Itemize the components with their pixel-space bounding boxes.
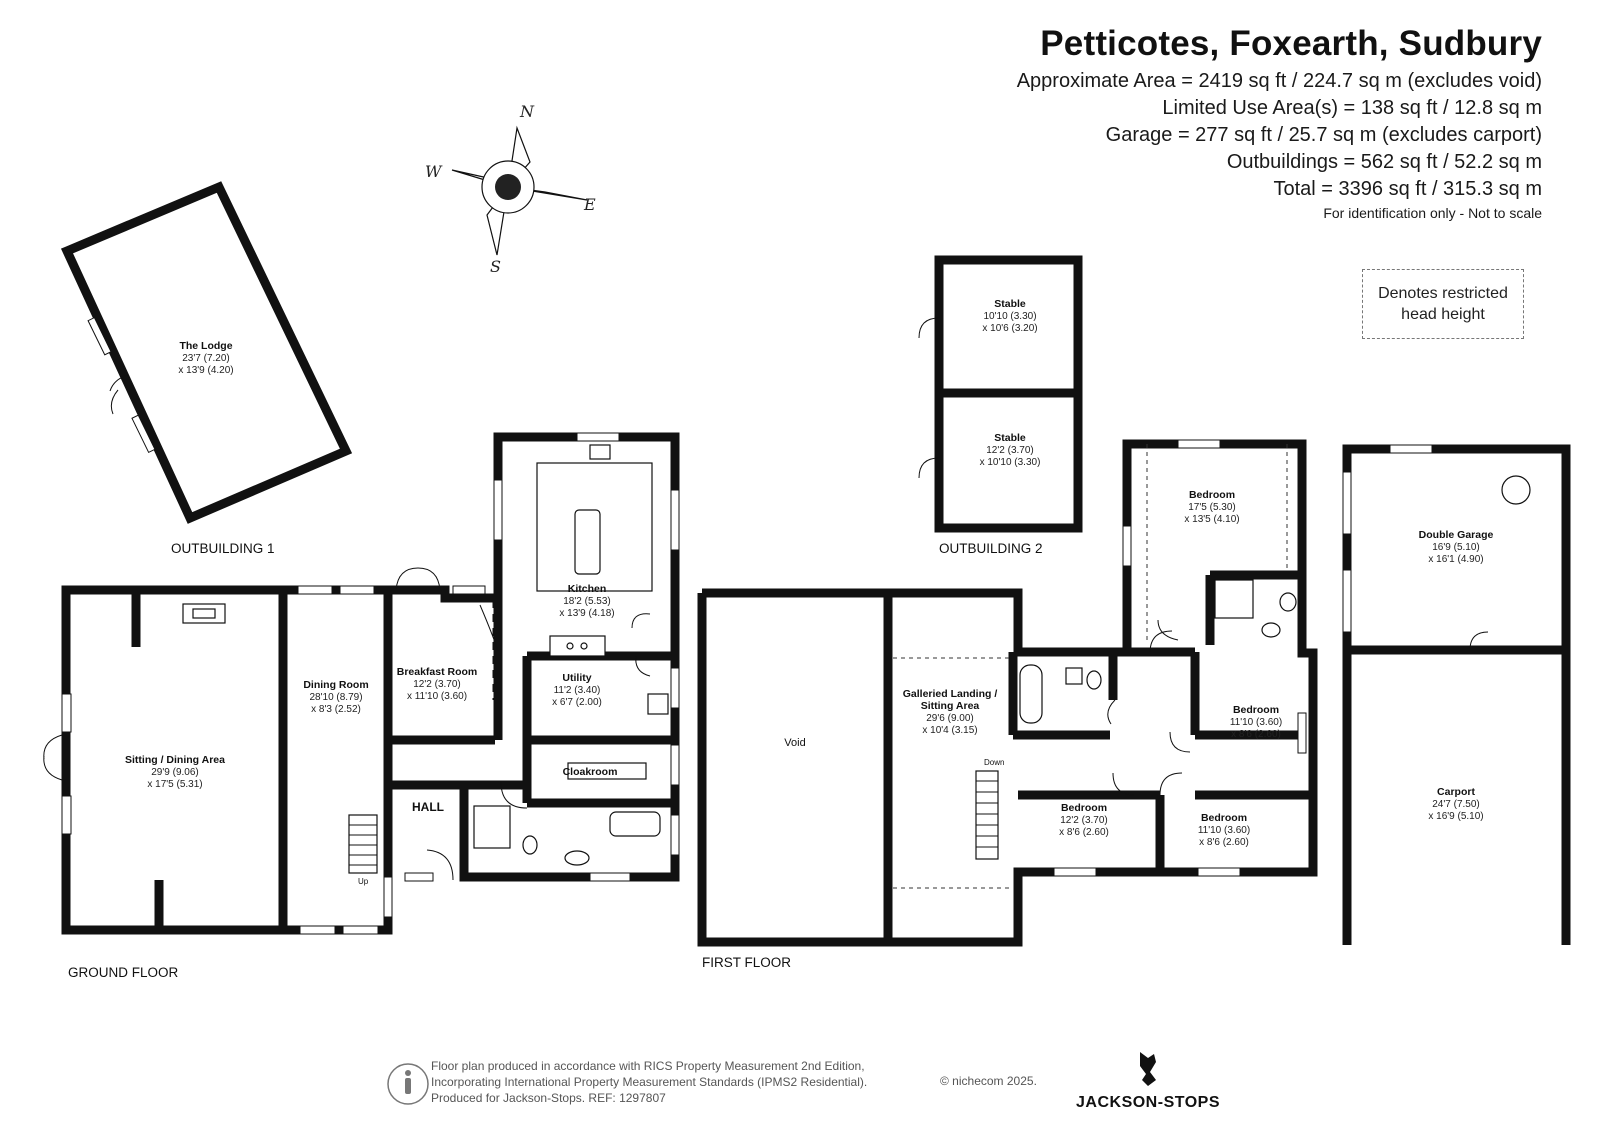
room-dim-utility-1: 11'2 (3.40)	[554, 685, 601, 696]
garage-carport: Double Garage 16'9 (5.10) x 16'1 (4.90) …	[1342, 444, 1571, 945]
room-dim-sitting-1: 29'9 (9.06)	[151, 767, 199, 778]
room-name-lodge: The Lodge	[179, 340, 232, 352]
room-dim-carport-2: x 16'9 (5.10)	[1428, 811, 1483, 822]
compass-east-label: E	[583, 195, 596, 214]
room-dim-stable-2b: x 10'10 (3.30)	[980, 457, 1041, 468]
room-dim-kitchen-1: 18'2 (5.53)	[563, 596, 611, 607]
person-icon	[387, 1063, 429, 1105]
room-name-dining: Dining Room	[303, 679, 368, 691]
room-name-cloakroom: Cloakroom	[563, 766, 618, 778]
room-name-bedroom-4: Bedroom	[1201, 812, 1247, 824]
room-dim-breakfast-1: 12'2 (3.70)	[413, 679, 461, 690]
room-name-bedroom-2: Bedroom	[1233, 704, 1279, 716]
compass-north-label: N	[519, 102, 535, 121]
stairs-down-label: Down	[984, 758, 1004, 767]
room-dim-bedroom-1a: 17'5 (5.30)	[1188, 502, 1236, 513]
page-title: Petticotes, Foxearth, Sudbury	[1040, 24, 1542, 63]
room-name-kitchen: Kitchen	[568, 583, 607, 595]
room-name-sitting: Sitting / Dining Area	[125, 754, 225, 766]
room-name-landing-2: Sitting Area	[921, 700, 980, 712]
room-dim-bedroom-3a: 12'2 (3.70)	[1060, 815, 1108, 826]
legend-restricted-height: Denotes restricted head height	[1362, 269, 1524, 339]
room-dim-carport-1: 24'7 (7.50)	[1432, 799, 1480, 810]
footer-line-3: Produced for Jackson-Stops. REF: 1297807	[431, 1091, 666, 1105]
room-dim-stable-1b: x 10'6 (3.20)	[982, 323, 1037, 334]
room-name-stable-1: Stable	[994, 298, 1026, 310]
room-dim-dining-2: x 8'3 (2.52)	[311, 704, 361, 715]
area-outbuildings: Outbuildings = 562 sq ft / 52.2 sq m	[1226, 151, 1542, 173]
compass-rose: N W E S	[425, 102, 596, 276]
area-garage: Garage = 277 sq ft / 25.7 sq m (excludes…	[1105, 124, 1542, 146]
room-dim-landing-1: 29'6 (9.00)	[926, 713, 974, 724]
room-dim-stable-1a: 10'10 (3.30)	[983, 311, 1036, 322]
room-dim-utility-2: x 6'7 (2.00)	[552, 697, 602, 708]
floor-label-outbuilding-2: OUTBUILDING 2	[939, 541, 1043, 556]
footer-text: Floor plan produced in accordance with R…	[431, 1058, 867, 1106]
room-dim-landing-2: x 10'4 (3.15)	[922, 725, 977, 736]
brand-name: JACKSON-STOPS	[1076, 1094, 1221, 1111]
outbuilding-1: The Lodge 23'7 (7.20) x 13'9 (4.20) OUTB…	[60, 181, 353, 556]
stairs-up-label: Up	[358, 877, 369, 886]
area-limited-use: Limited Use Area(s) = 138 sq ft / 12.8 s…	[1162, 97, 1542, 119]
compass-west-label: W	[425, 162, 443, 181]
header: Petticotes, Foxearth, Sudbury Approximat…	[1017, 24, 1542, 221]
room-dim-bedroom-4b: x 8'6 (2.60)	[1199, 837, 1249, 848]
room-dim-garage-1: 16'9 (5.10)	[1432, 542, 1480, 553]
room-name-bedroom-1: Bedroom	[1189, 489, 1235, 501]
room-dim-breakfast-2: x 11'10 (3.60)	[407, 691, 467, 702]
legend-line-1: Denotes restricted	[1378, 285, 1508, 302]
room-name-void: Void	[784, 737, 805, 749]
area-approximate: Approximate Area = 2419 sq ft / 224.7 sq…	[1016, 70, 1542, 92]
floor-label-ground: GROUND FLOOR	[68, 965, 179, 980]
room-dim-kitchen-2: x 13'9 (4.18)	[559, 608, 614, 619]
room-dim-bedroom-1b: x 13'5 (4.10)	[1184, 514, 1239, 525]
room-name-garage: Double Garage	[1419, 529, 1494, 541]
stairs-first: Down	[975, 758, 1004, 860]
legend-line-2: head height	[1401, 306, 1485, 323]
floor-label-first: FIRST FLOOR	[702, 955, 791, 970]
room-dim-garage-2: x 16'1 (4.90)	[1428, 554, 1483, 565]
room-name-carport: Carport	[1437, 786, 1475, 798]
room-name-bedroom-3: Bedroom	[1061, 802, 1107, 814]
room-name-breakfast: Breakfast Room	[397, 666, 478, 678]
room-dim-bedroom-3b: x 8'6 (2.60)	[1059, 827, 1109, 838]
first-floor: Down Void Galleried Landing / Sitting Ar…	[697, 439, 1318, 970]
stairs-ground: Up	[348, 814, 378, 886]
room-name-utility: Utility	[562, 672, 591, 684]
floor-label-outbuilding-1: OUTBUILDING 1	[171, 541, 275, 556]
outbuilding-2: Stable 10'10 (3.30) x 10'6 (3.20) Stable…	[918, 255, 1083, 556]
room-name-stable-2: Stable	[994, 432, 1026, 444]
compass-south-label: S	[490, 257, 501, 276]
room-dim-stable-2a: 12'2 (3.70)	[986, 445, 1034, 456]
scale-note: For identification only - Not to scale	[1323, 205, 1542, 221]
footer-line-1: Floor plan produced in accordance with R…	[431, 1059, 865, 1073]
room-dim-bedroom-4a: 11'10 (3.60)	[1198, 825, 1250, 836]
ground-floor: Up Sitting / Dining Area 29'9 (9.06) x 1…	[43, 432, 680, 980]
room-name-hall: HALL	[412, 800, 444, 814]
room-dim-sitting-2: x 17'5 (5.31)	[147, 779, 202, 790]
room-dim-lodge-2: x 13'9 (4.20)	[178, 365, 233, 376]
copyright: © nichecom 2025.	[940, 1074, 1037, 1088]
area-total: Total = 3396 sq ft / 315.3 sq m	[1273, 178, 1543, 200]
room-dim-dining-1: 28'10 (8.79)	[309, 692, 362, 703]
room-dim-bedroom-2b: x 8'6 (2.60)	[1231, 729, 1281, 740]
fox-logo-icon	[1140, 1052, 1156, 1086]
room-name-landing-1: Galleried Landing /	[903, 688, 998, 700]
footer-line-2: Incorporating International Property Mea…	[431, 1075, 868, 1089]
room-dim-lodge-1: 23'7 (7.20)	[182, 353, 230, 364]
room-dim-bedroom-2a: 11'10 (3.60)	[1230, 717, 1282, 728]
